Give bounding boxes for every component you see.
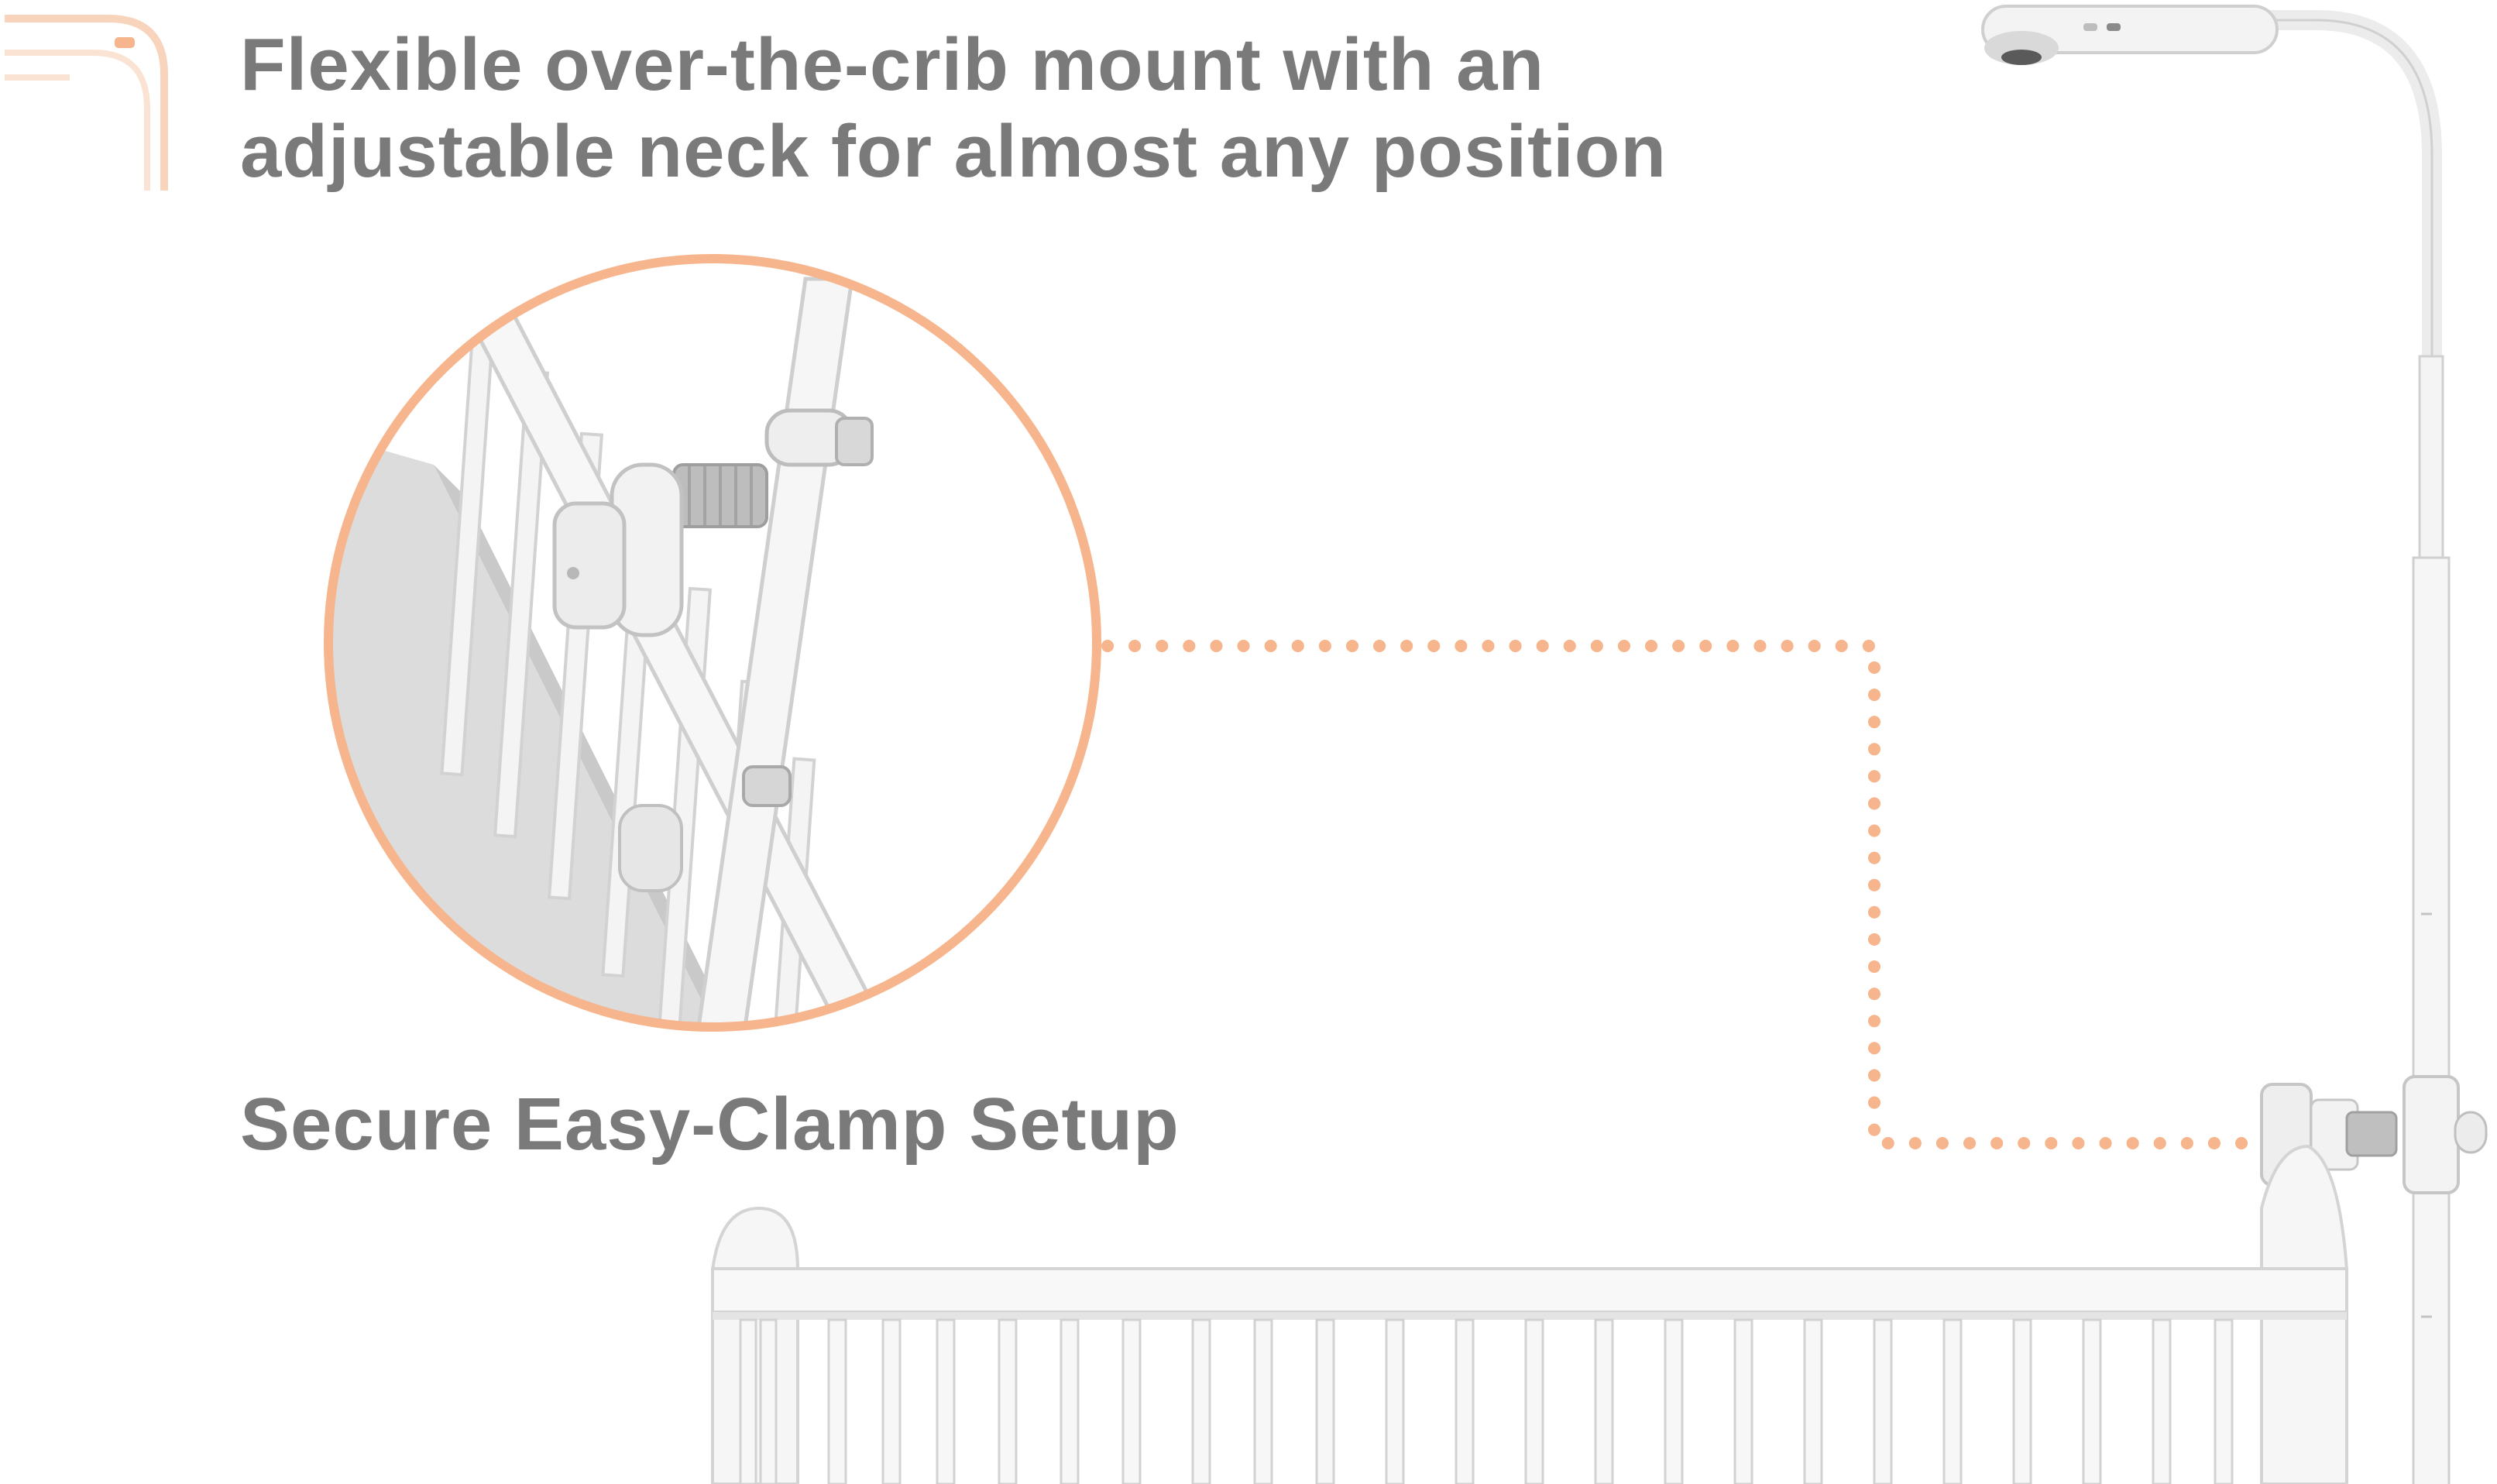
mount-arm-icon xyxy=(5,15,168,191)
headline: Flexible over-the-crib mount with an adj… xyxy=(240,22,1667,195)
headline-line-1: Flexible over-the-crib mount with an xyxy=(240,23,1545,106)
feature-caption: Secure Easy-Clamp Setup xyxy=(240,1083,1180,1166)
headline-line-2: adjustable neck for almost any position xyxy=(240,110,1668,193)
